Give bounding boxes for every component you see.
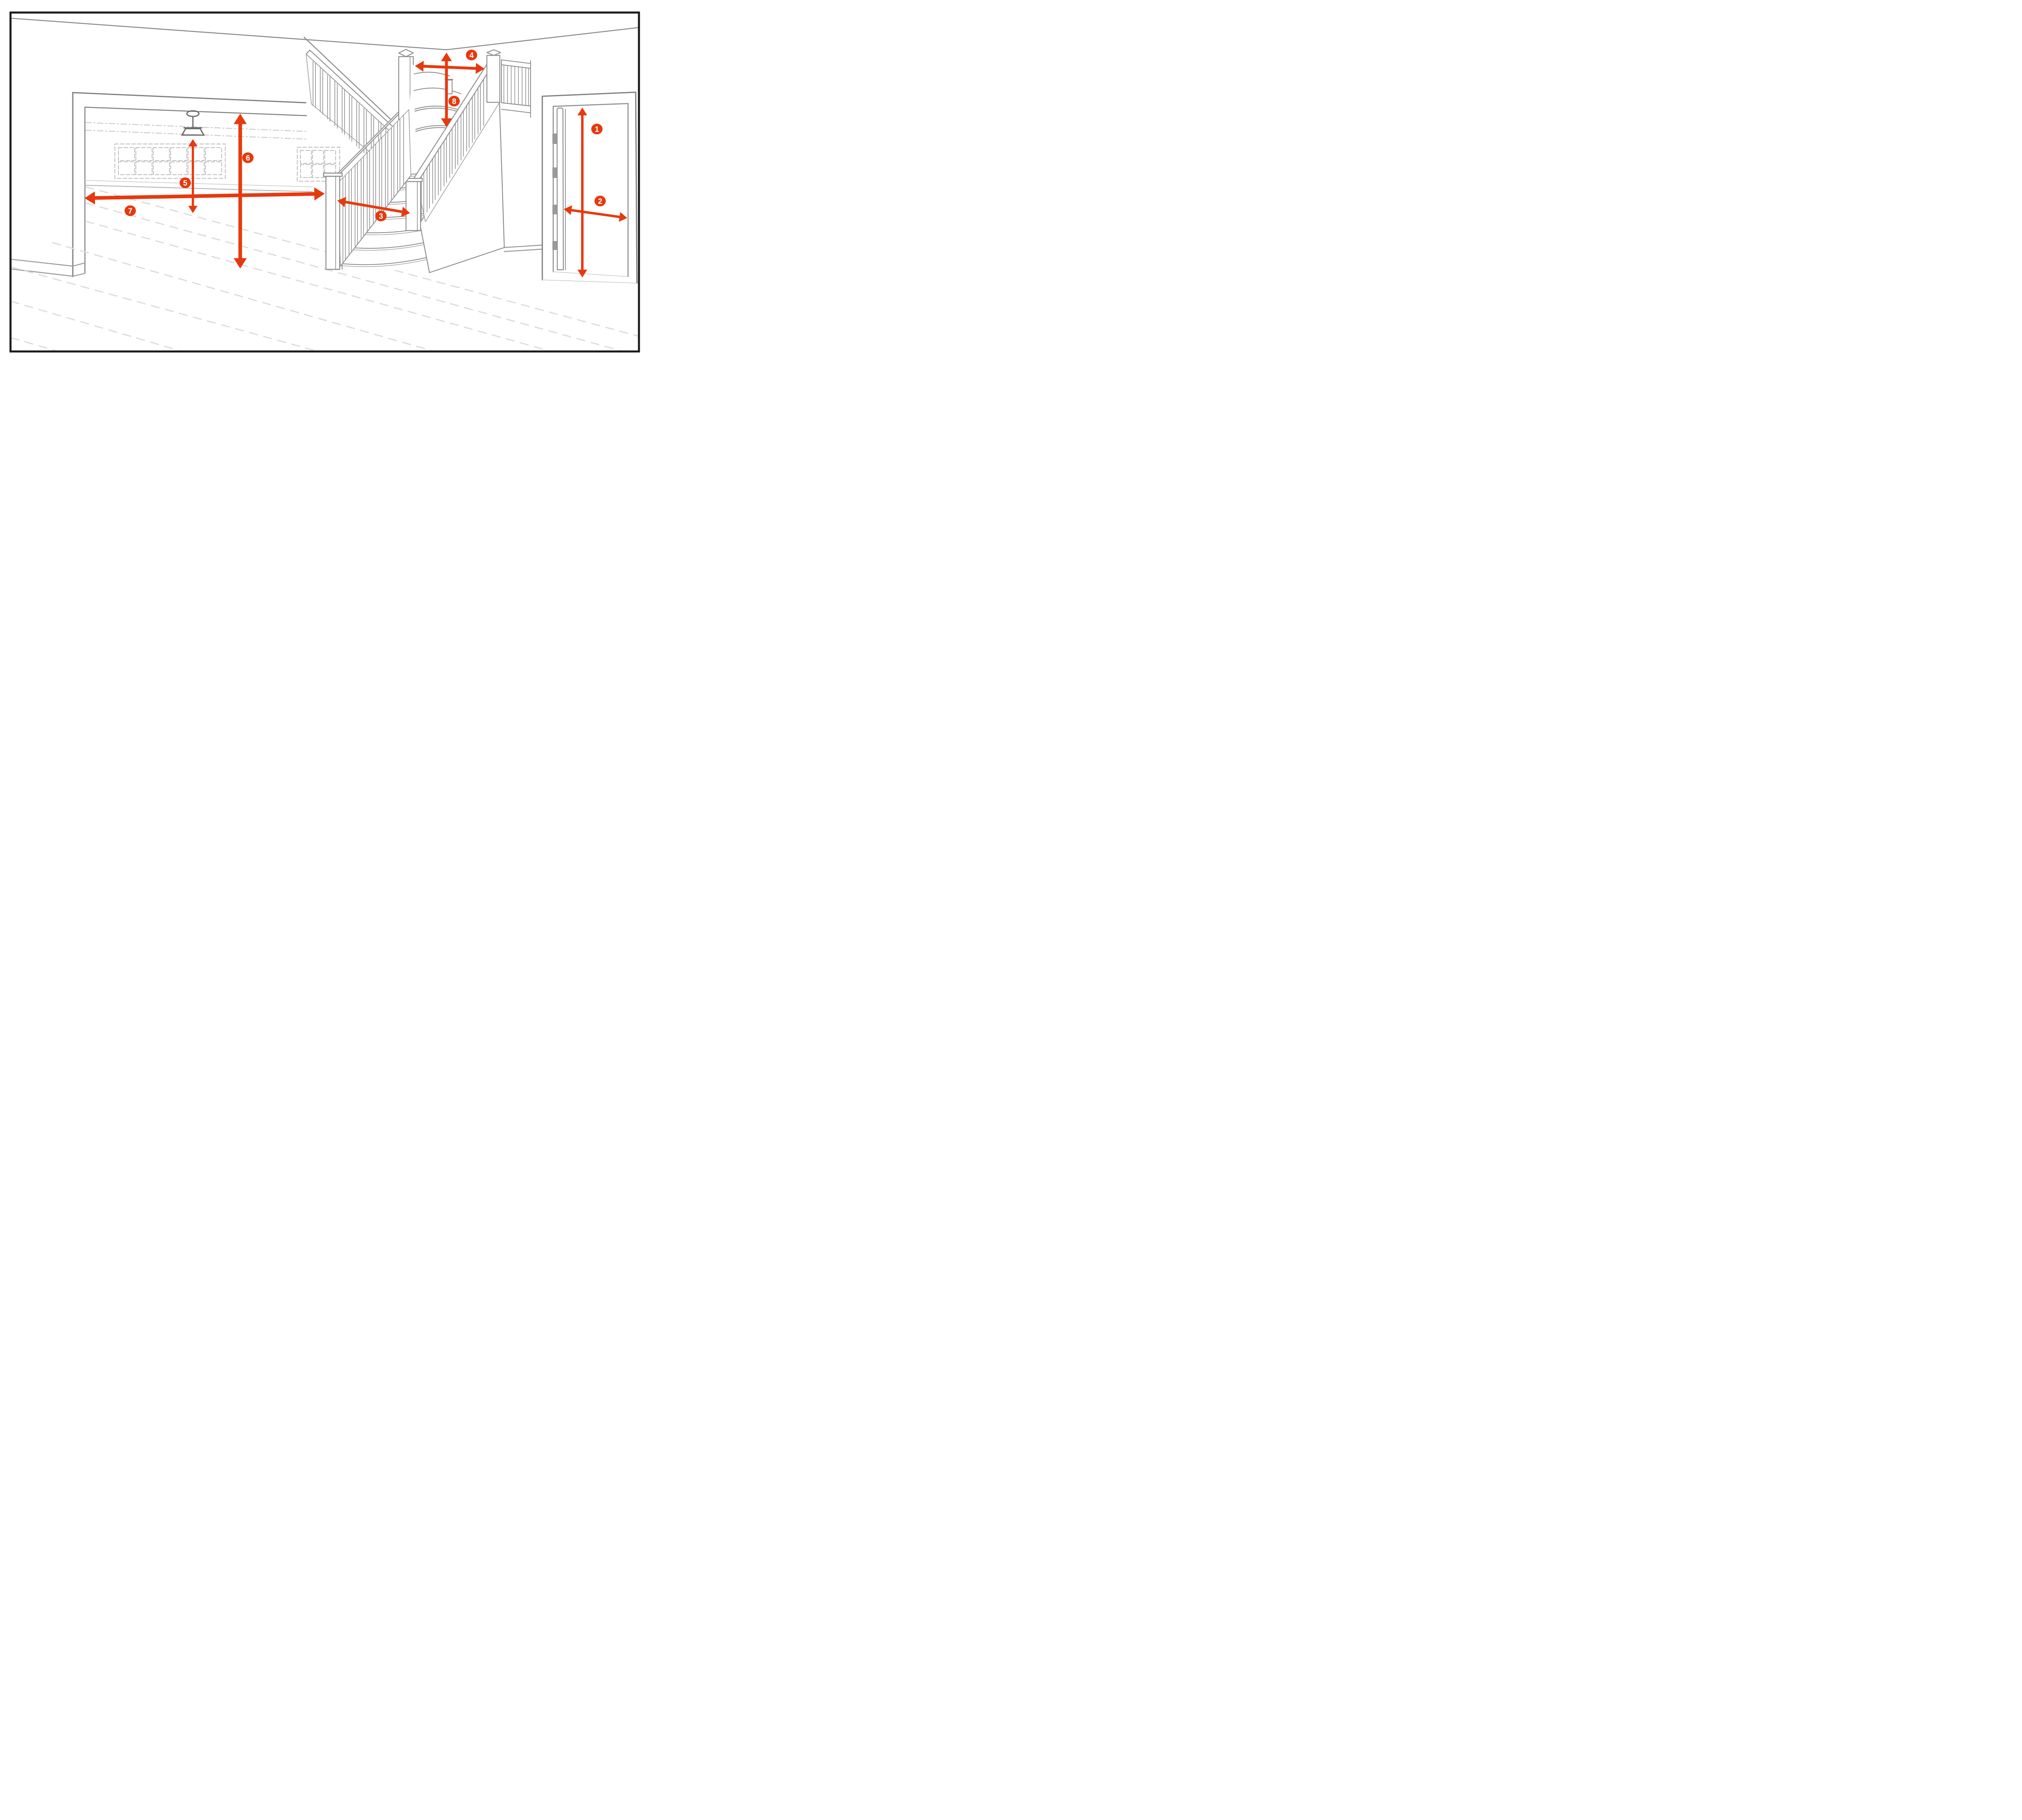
staircase <box>303 36 531 273</box>
measurement-badge-4 <box>466 49 477 61</box>
landing-balusters <box>503 65 529 106</box>
baseboards <box>12 244 543 277</box>
arrowhead-icon <box>577 269 588 277</box>
measurement-number: 7 <box>128 207 133 216</box>
dashed-window-left <box>114 144 226 179</box>
step-nose-shadows <box>342 170 453 267</box>
measurement-badge-2 <box>594 195 606 207</box>
measurement-number: 6 <box>246 154 250 163</box>
measurement-3: 3 <box>337 197 410 222</box>
left-opening-frame <box>72 92 307 277</box>
diagram-canvas: 1 2 3 4 5 6 7 8 <box>0 0 647 364</box>
arrowhead-icon <box>564 205 572 215</box>
arrowhead-icon <box>441 118 452 127</box>
room-line-art <box>12 17 638 350</box>
ceiling-edge-left <box>12 17 447 51</box>
measurement-arrow-shaft <box>94 192 315 200</box>
arrowhead-icon <box>188 139 198 147</box>
arrowhead-icon <box>619 212 627 222</box>
dashed-window-right <box>297 147 340 182</box>
measurement-number: 1 <box>595 125 599 134</box>
door-jamb <box>552 103 629 277</box>
measurement-8: 8 <box>441 53 460 127</box>
arrowhead-icon <box>577 108 588 116</box>
pendant-light-icon <box>181 110 205 136</box>
measurement-1: 1 <box>577 108 603 277</box>
right-newel-post <box>403 178 423 231</box>
door-assembly <box>541 91 638 284</box>
arrowhead-icon <box>337 197 347 207</box>
measurement-number: 3 <box>379 212 383 221</box>
arrowhead-icon <box>415 61 424 72</box>
landing-fascia <box>501 60 531 118</box>
door-hinges <box>552 133 557 250</box>
measurement-annotations: 1 2 3 4 5 6 7 8 <box>85 49 627 277</box>
back-wall-skirting <box>85 180 313 187</box>
measurement-arrow-shaft <box>423 65 477 70</box>
arrowhead-icon <box>233 258 247 269</box>
step-noses <box>342 168 453 265</box>
arrowhead-icon <box>233 114 247 124</box>
measurement-7: 7 <box>85 187 325 216</box>
ceiling-edge-right <box>446 27 638 51</box>
measurement-badge-8 <box>448 95 460 107</box>
measurement-number: 4 <box>470 51 474 60</box>
arrowhead-icon <box>441 53 452 61</box>
arrowhead-icon <box>476 63 484 74</box>
arrowhead-icon <box>314 187 325 201</box>
measurement-number: 8 <box>452 97 457 106</box>
measurement-2: 2 <box>564 195 627 222</box>
measurement-6: 6 <box>233 114 254 269</box>
measurement-arrow-shaft <box>344 200 403 214</box>
door-slab-edge <box>556 107 564 271</box>
measurement-number: 5 <box>183 179 188 188</box>
landing-balustrade <box>486 49 531 118</box>
measurement-4: 4 <box>415 49 484 74</box>
arrowhead-icon <box>188 205 198 213</box>
measurement-badge-3 <box>375 210 387 222</box>
measurement-arrow-shaft <box>570 209 621 218</box>
outer-border <box>9 11 640 353</box>
measurement-badge-7 <box>125 205 136 216</box>
arrowhead-icon <box>85 191 95 205</box>
hallway-staircase-diagram: 1 2 3 4 5 6 7 8 <box>9 11 640 353</box>
wall-trim-dotted <box>85 122 308 140</box>
floor-plank-lines <box>12 186 638 350</box>
measurement-badge-6 <box>242 152 254 163</box>
door-architrave <box>541 91 638 284</box>
measurement-number: 2 <box>598 197 603 206</box>
landing-newel <box>486 49 501 56</box>
door-threshold <box>542 271 637 284</box>
stair-ceiling-slope <box>303 36 391 120</box>
right-balusters <box>421 79 484 221</box>
measurement-badge-1 <box>591 123 603 135</box>
measurement-5: 5 <box>180 139 198 213</box>
measurement-badge-5 <box>180 177 191 188</box>
left-balusters <box>343 114 404 263</box>
back-wall-base <box>85 185 313 192</box>
arrowhead-icon <box>401 206 410 217</box>
winder-treads <box>414 72 476 137</box>
left-newel-post <box>323 172 343 270</box>
